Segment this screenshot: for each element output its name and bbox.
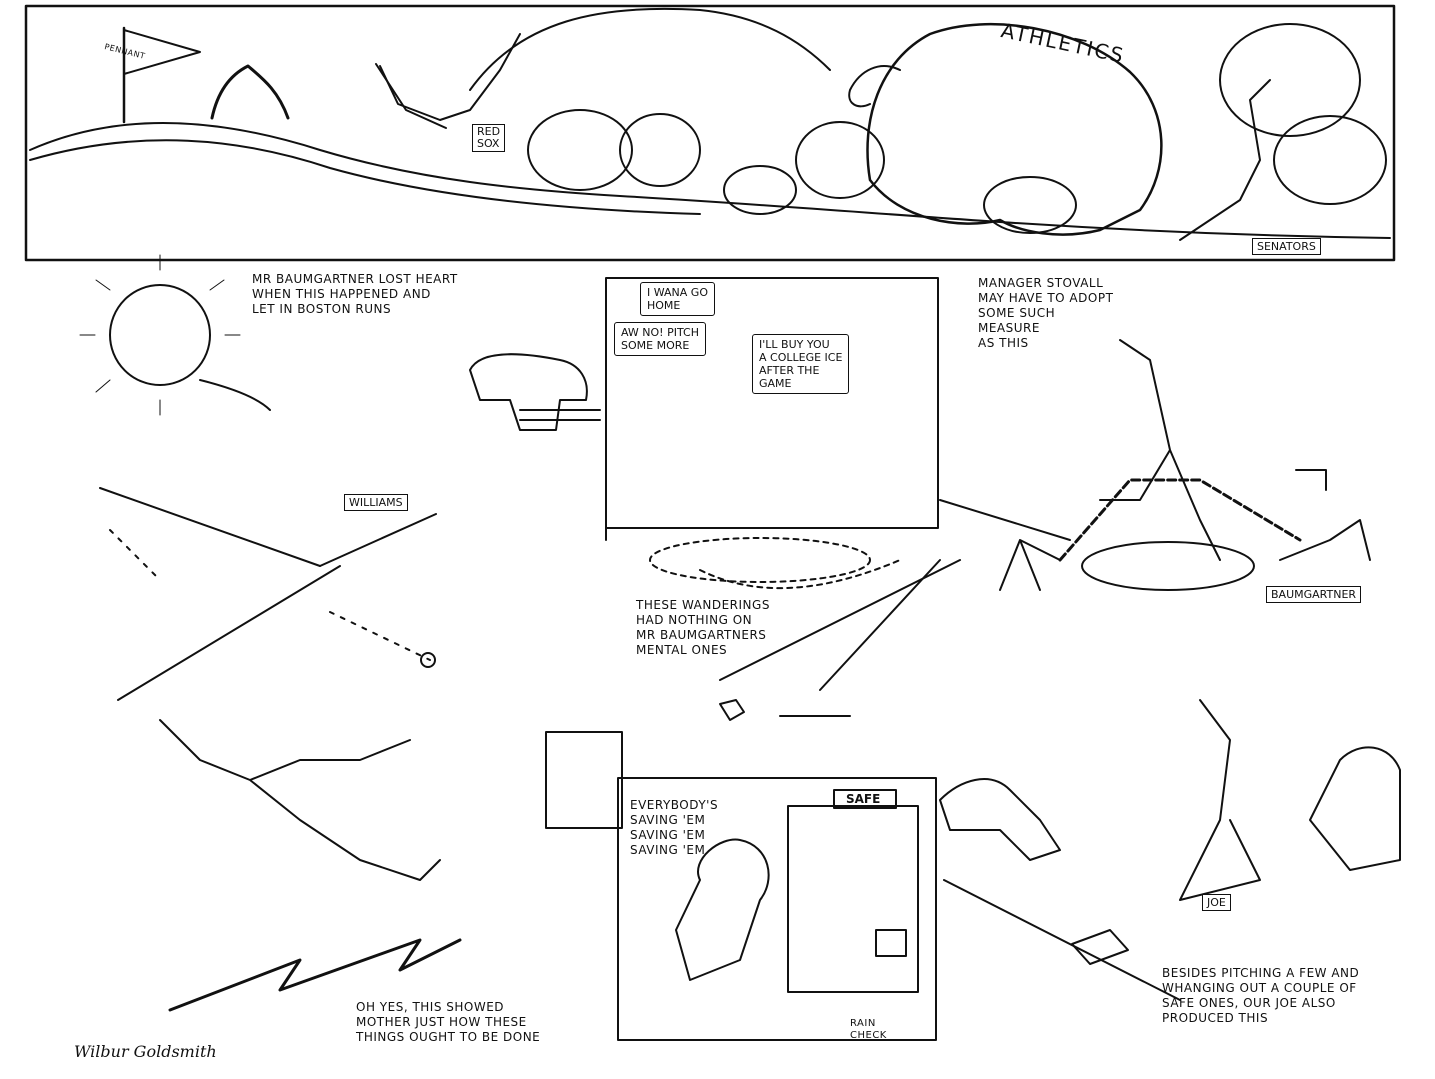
fence-post — [545, 731, 623, 829]
bubble-college-ice: I'LL BUY YOU A COLLEGE ICE AFTER THE GAM… — [752, 334, 850, 394]
pitchers-mound — [1081, 541, 1255, 591]
catcher — [1309, 746, 1401, 871]
senator-figure — [1179, 79, 1271, 241]
pitch-line — [819, 559, 941, 691]
sun — [109, 284, 211, 386]
caption-mother: OH YES, THIS SHOWED MOTHER JUST HOW THES… — [356, 1000, 541, 1044]
baseline — [943, 879, 1181, 1001]
pitcher-chained — [1099, 339, 1221, 561]
foul-line — [99, 487, 321, 567]
athletics-elephant — [866, 23, 1163, 236]
cow — [469, 353, 588, 431]
bolt — [168, 938, 462, 1012]
chain — [1058, 478, 1302, 562]
sliding-player — [939, 778, 1061, 861]
caption-saving: EVERYBODY'S SAVING 'EM SAVING 'EM SAVING… — [630, 798, 719, 857]
pennant-flag — [123, 29, 201, 75]
base-bag — [1071, 929, 1129, 965]
artist-signature: Wilbur Goldsmith — [74, 1042, 217, 1061]
bubble-go-home: I WANA GO HOME — [640, 282, 715, 316]
anchor-right — [1279, 519, 1371, 561]
caption-stovall: MANAGER STOVALL MAY HAVE TO ADOPT SOME S… — [978, 276, 1114, 350]
baumgartner-tag: BAUMGARTNER — [1266, 586, 1362, 603]
home-plate — [719, 699, 745, 721]
bubble-pitch-more: AW NO! PITCH SOME MORE — [614, 322, 706, 356]
red-sox-tag: RED SOX — [472, 124, 506, 152]
banner-frame — [24, 4, 1396, 262]
saver-man — [675, 838, 770, 981]
baseball — [420, 652, 436, 668]
safe-box — [787, 805, 919, 993]
fielder-diving — [159, 719, 441, 881]
anchor-left — [999, 539, 1061, 591]
bush — [210, 64, 290, 120]
banner-mountain — [469, 7, 831, 91]
caption-besides: BESIDES PITCHING A FEW AND WHANGING OUT … — [1162, 966, 1360, 1025]
cloud — [527, 109, 633, 191]
safe-label: SAFE — [846, 792, 881, 806]
rain-check-label: RAIN CHECK — [850, 1018, 887, 1041]
runner-joe — [1179, 699, 1261, 901]
caption-wanderings: THESE WANDERINGS HAD NOTHING ON MR BAUMG… — [636, 598, 770, 657]
safe-panel-frame — [617, 777, 937, 1041]
sun-rays — [79, 254, 241, 416]
joe-tag: JOE — [1202, 894, 1231, 911]
sun-arm — [199, 379, 271, 411]
wandering-path — [649, 537, 871, 583]
senators-tag: SENATORS — [1252, 238, 1321, 255]
center-panel-frame — [605, 277, 939, 529]
williams-tag: WILLIAMS — [344, 494, 408, 511]
caption-lost-heart: MR BAUMGARTNER LOST HEART WHEN THIS HAPP… — [252, 272, 458, 316]
red-sox-leg — [379, 33, 521, 121]
banner-hill — [29, 122, 1391, 239]
